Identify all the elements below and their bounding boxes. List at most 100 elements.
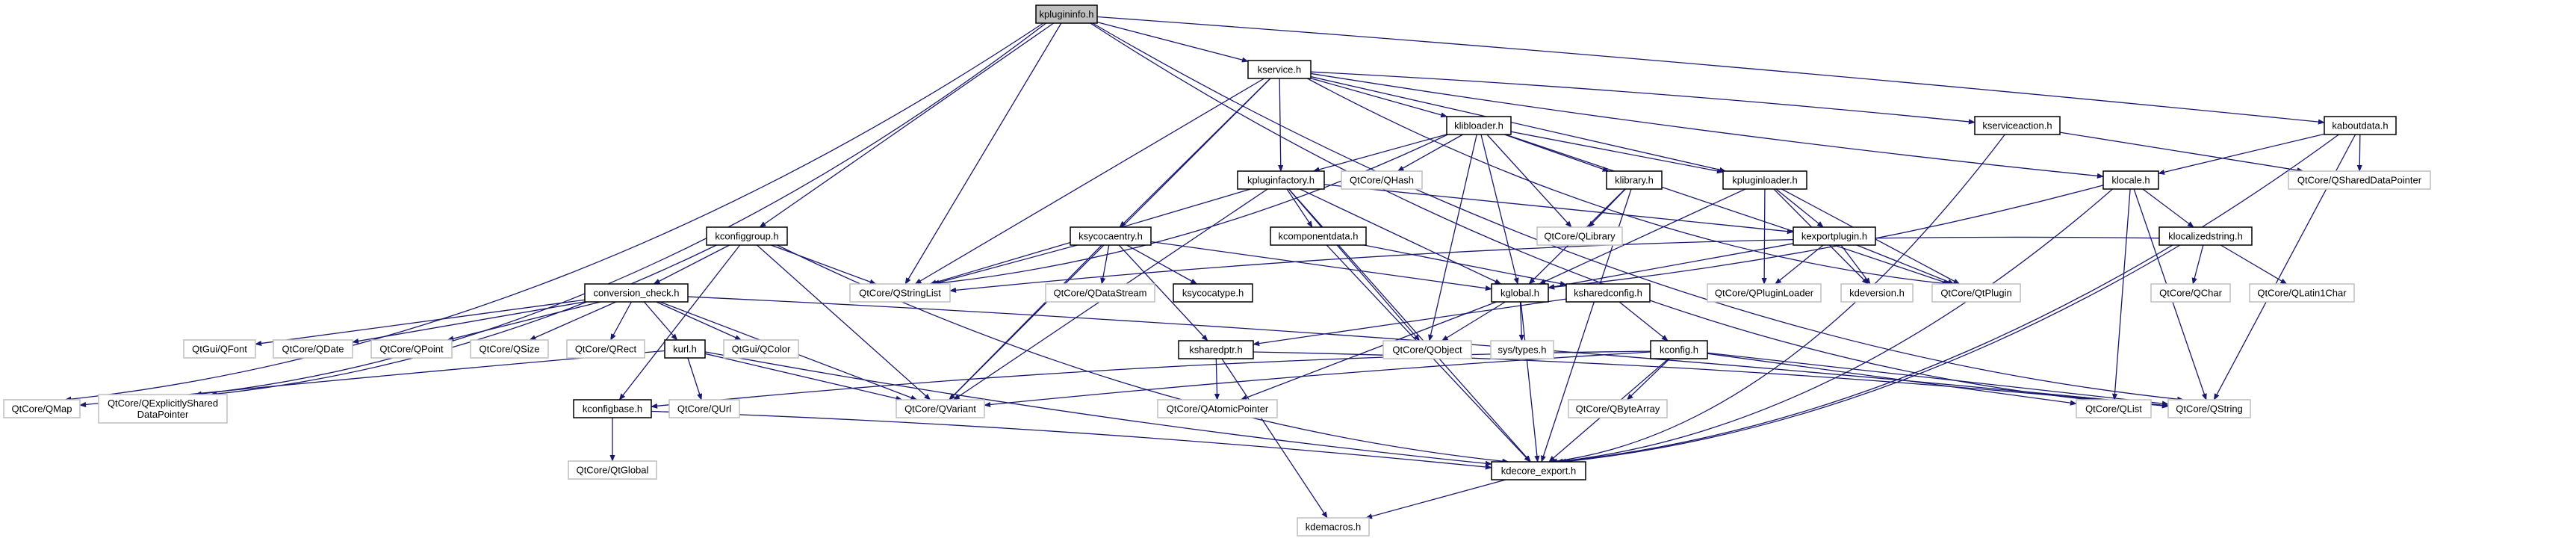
node-qvariant[interactable]: QtCore/QVariant: [896, 399, 985, 418]
node-box: [584, 283, 689, 303]
node-kexportplugin[interactable]: kexportplugin.h: [1793, 226, 1876, 246]
node-qhash[interactable]: QtCore/QHash: [1341, 170, 1423, 190]
node-klocale[interactable]: klocale.h: [2102, 170, 2159, 190]
edge-kexportplugin-to-qtplugin: [1856, 244, 1955, 285]
node-qtglobal[interactable]: QtCore/QtGlobal: [568, 460, 657, 480]
edge-kconfigbase-to-kdecore-export: [651, 410, 1492, 470]
node-box: [1491, 283, 1549, 303]
node-qpoint[interactable]: QtCore/QPoint: [370, 339, 453, 359]
node-box: [896, 399, 985, 418]
node-qtplugin[interactable]: QtCore/QtPlugin: [1931, 283, 2021, 303]
edge-ksycocaentry-to-kglobal: [1150, 241, 1492, 291]
edge-kserviceaction-to-qshareddatapointer: [2059, 132, 2304, 173]
edge-ksycocaentry-to-qstringlist: [932, 244, 1078, 285]
node-box: [1270, 226, 1367, 246]
node-kdecore-export[interactable]: kdecore_export.h: [1491, 461, 1586, 480]
node-qrect[interactable]: QtCore/QRect: [566, 339, 645, 359]
node-qlibrary[interactable]: QtCore/QLibrary: [1536, 226, 1623, 246]
node-label: kserviceaction.h: [1982, 120, 2052, 131]
node-kplugininfo[interactable]: kplugininfo.h: [1035, 4, 1098, 24]
node-box: [1297, 517, 1370, 537]
node-kaboutdata[interactable]: kaboutdata.h: [2324, 116, 2397, 135]
node-box: [1707, 283, 1822, 303]
edge-kpluginfactory-to-qobject: [1288, 188, 1421, 341]
node-qstring[interactable]: QtCore/QString: [2167, 399, 2251, 418]
node-qlist[interactable]: QtCore/QList: [2076, 399, 2152, 418]
node-kconfig[interactable]: kconfig.h: [1650, 340, 1708, 359]
node-qstringlist[interactable]: QtCore/QStringList: [849, 283, 951, 303]
node-label: QtCore/QLatin1Char: [2257, 287, 2347, 298]
node-label: QtCore/QVariant: [904, 403, 976, 414]
node-label: QtCore/QExplicitlyShared: [108, 398, 218, 409]
node-qurl[interactable]: QtCore/QUrl: [668, 399, 740, 418]
node-label: QtCore/QByteArray: [1576, 403, 1660, 414]
edge-kconfig-to-qbytearray: [1626, 358, 1670, 401]
node-kpluginloader[interactable]: kpluginloader.h: [1722, 170, 1807, 190]
node-box: [1931, 283, 2021, 303]
node-qlatin1char[interactable]: QtCore/QLatin1Char: [2249, 283, 2355, 303]
node-qcolor[interactable]: QtGui/QColor: [723, 339, 799, 359]
node-ksycocaentry[interactable]: ksycocaentry.h: [1070, 226, 1152, 246]
node-ksycocatype[interactable]: ksycocatype.h: [1173, 283, 1253, 303]
edge-kaboutdata-to-qshareddatapointer: [2356, 134, 2362, 172]
node-box: [370, 339, 453, 359]
node-kglobal[interactable]: kglobal.h: [1491, 283, 1549, 303]
edge-conversion-check-to-qcolor: [656, 301, 742, 341]
node-kcomponentdata[interactable]: kcomponentdata.h: [1270, 226, 1367, 246]
node-label: QtGui/QFont: [192, 343, 247, 354]
node-qdatastream[interactable]: QtCore/QDataStream: [1045, 283, 1155, 303]
edge-klibloader-to-qtplugin: [1505, 134, 1951, 285]
node-klocalizedstring[interactable]: klocalizedstring.h: [2158, 226, 2253, 246]
node-qpluginloader[interactable]: QtCore/QPluginLoader: [1707, 283, 1822, 303]
edge-kplugininfo-to-kservice: [1096, 22, 1249, 63]
edge-kglobal-to-kdecore-export: [1520, 301, 1540, 463]
node-qatomicpointer[interactable]: QtCore/QAtomicPointer: [1157, 399, 1278, 418]
node-qobject[interactable]: QtCore/QObject: [1382, 340, 1472, 359]
node-qchar[interactable]: QtCore/QChar: [2150, 283, 2231, 303]
edge-klocale-to-klocalizedstring: [2142, 188, 2194, 228]
node-box: [1157, 399, 1278, 418]
node-kdemacros[interactable]: kdemacros.h: [1297, 517, 1370, 537]
edge-kexportplugin-to-kdeversion: [1840, 244, 1871, 285]
edge-kurl-to-qvariant: [704, 353, 903, 401]
edge-kservice-to-klocale: [1310, 72, 2104, 179]
node-conversion-check[interactable]: conversion_check.h: [584, 283, 689, 303]
node-qfont[interactable]: QtGui/QFont: [183, 339, 256, 359]
edge-kpluginloader-to-kglobal: [1539, 188, 1746, 285]
node-systypes[interactable]: sys/types.h: [1490, 340, 1554, 359]
node-kurl[interactable]: kurl.h: [664, 339, 706, 359]
node-qdate[interactable]: QtCore/QDate: [273, 339, 353, 359]
edge-klocale-to-kglobal: [1548, 185, 2104, 290]
node-box: [1237, 170, 1325, 190]
node-box: [566, 339, 645, 359]
node-kserviceaction[interactable]: kserviceaction.h: [1974, 116, 2061, 135]
node-box: [1722, 170, 1807, 190]
edge-klibloader-to-klibrary: [1503, 134, 1610, 172]
node-label: QtCore/QString: [2176, 403, 2243, 414]
node-kpluginfactory[interactable]: kpluginfactory.h: [1237, 170, 1325, 190]
node-kdeversion[interactable]: kdeversion.h: [1840, 283, 1914, 303]
edge-kplugininfo-to-kconfiggroup: [759, 22, 1055, 228]
node-box: [1178, 340, 1254, 359]
edge-kglobal-to-qatomicpointer: [1240, 301, 1497, 401]
node-qshareddatapointer[interactable]: QtCore/QSharedDataPointer: [2288, 170, 2431, 190]
node-kconfigbase[interactable]: kconfigbase.h: [573, 399, 652, 418]
node-ksharedptr[interactable]: ksharedptr.h: [1178, 340, 1254, 359]
node-kconfiggroup[interactable]: kconfiggroup.h: [706, 226, 788, 246]
node-klibrary[interactable]: klibrary.h: [1606, 170, 1663, 190]
node-ksharedconfig[interactable]: ksharedconfig.h: [1565, 283, 1651, 303]
node-label: QtCore/QSharedDataPointer: [2297, 174, 2422, 185]
edge-ksharedptr-to-kdemacros: [1221, 358, 1328, 519]
edge-kexportplugin-to-kglobal: [1548, 243, 1794, 290]
edge-klibloader-to-qhash: [1397, 134, 1463, 172]
node-label: kconfigbase.h: [583, 403, 642, 414]
node-kservice[interactable]: kservice.h: [1247, 60, 1312, 79]
node-box: [1045, 283, 1155, 303]
node-box: [1173, 283, 1253, 303]
node-qmap[interactable]: QtCore/QMap: [3, 399, 81, 418]
node-qsize[interactable]: QtCore/QSize: [470, 339, 549, 359]
node-klibloader[interactable]: klibloader.h: [1446, 116, 1512, 135]
node-qbytearray[interactable]: QtCore/QByteArray: [1568, 399, 1668, 418]
